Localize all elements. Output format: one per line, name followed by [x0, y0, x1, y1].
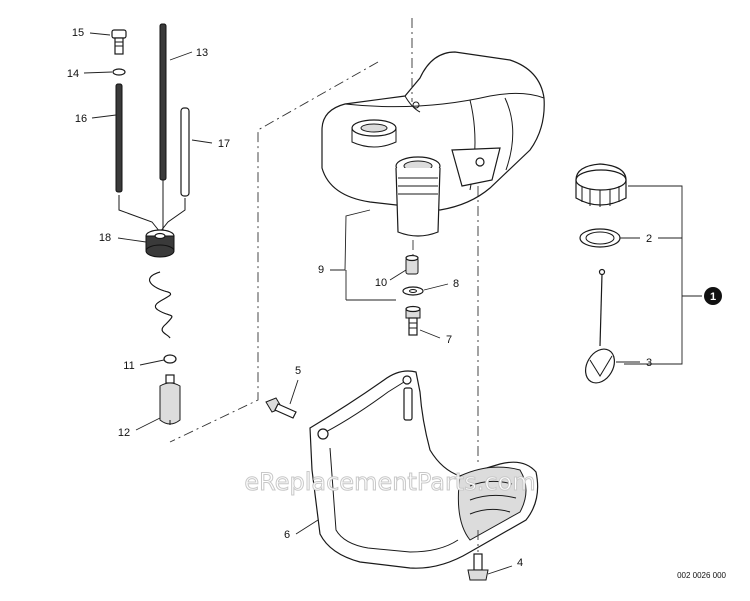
callout-1: 1: [710, 291, 716, 303]
watermark: eReplacementParts.com: [244, 468, 535, 496]
callout-5: 5: [295, 365, 301, 377]
callout-2: 2: [646, 233, 652, 245]
callout-3: 3: [646, 357, 652, 369]
part-12-filter: [159, 374, 181, 425]
callout-14: 14: [67, 68, 79, 80]
part-8-washer: [402, 286, 424, 296]
part-14-oring: [112, 68, 126, 76]
callout-17: 17: [218, 138, 230, 150]
callout-11: 11: [123, 360, 134, 372]
catalog-number: 002 0026 000: [677, 571, 726, 580]
callout-18: 18: [99, 232, 111, 244]
part-3-retainer: [584, 268, 616, 384]
callout-9: 9: [318, 264, 324, 276]
callout-labels: 1 2 3 4 5 6 7 8 9 10 11 12 13 14 15 16 1…: [67, 27, 722, 569]
part-13-hose: [159, 23, 167, 181]
part-11-clip: [163, 354, 177, 364]
part-1-cap: [575, 163, 627, 207]
part-18-grommet: [145, 229, 175, 258]
callout-7: 7: [446, 334, 452, 346]
part-6-holder: [309, 370, 539, 569]
part-10-bushing: [405, 254, 419, 275]
callout-6: 6: [284, 529, 290, 541]
part-5-bolt: [265, 397, 297, 419]
assembly-lines: [169, 18, 479, 552]
part-17-rod: [180, 107, 190, 197]
callout-8: 8: [453, 278, 459, 290]
hose-routing-lines: [118, 195, 186, 233]
part-7-bolt: [405, 305, 421, 336]
callout-10: 10: [375, 277, 387, 289]
callout-13: 13: [196, 47, 208, 59]
callout-1-bullet: [704, 287, 722, 305]
part-2-gasket: [579, 228, 621, 248]
callout-15: 15: [72, 27, 84, 39]
part-16-hose: [115, 83, 123, 193]
part-15-fitting: [111, 29, 127, 55]
callout-4: 4: [517, 557, 523, 569]
part-9-fuel-tank: [321, 51, 545, 237]
coiled-hose: [149, 271, 173, 339]
callout-16: 16: [75, 113, 87, 125]
part-4-bolt: [467, 553, 489, 581]
leader-lines: [83, 32, 702, 575]
callout-12: 12: [118, 427, 130, 439]
